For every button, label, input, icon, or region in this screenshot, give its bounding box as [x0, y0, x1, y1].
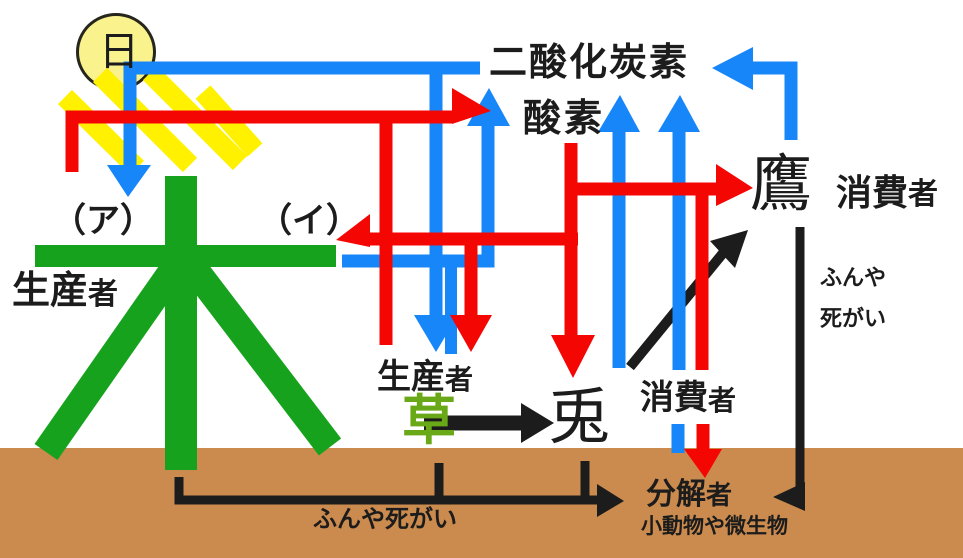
waste-right-label: ふんや 死がい: [820, 257, 886, 339]
consumer-text: 消費: [640, 379, 708, 417]
grass-kanji: 草: [402, 391, 456, 451]
red-arrow-to-grass: [450, 239, 492, 352]
red-arrow-from-tree-up: [65, 88, 491, 172]
producer-text: 生産: [377, 358, 445, 396]
bracket-waste-to-decomposer: [174, 461, 624, 517]
blue-arrow-up-from-rabbit: [598, 95, 640, 368]
decomposer-label: 分解 者: [646, 479, 732, 511]
tree-drawing: [34, 176, 342, 470]
waste-right-line1: ふんや: [820, 265, 887, 290]
sun: [76, 13, 156, 91]
decomposer-text: 分解: [646, 478, 706, 511]
red-arrow-to-rabbit: [551, 143, 595, 378]
hawk-consumer-label: 消費 者: [836, 174, 938, 212]
arrow-grass-to-rabbit: [424, 403, 554, 443]
red-arrow-to-decomposer: [684, 195, 722, 478]
red-arrow-to-hawk: [571, 164, 753, 206]
consumer-suffix: 者: [908, 178, 939, 212]
waste-right-line2: 死がい: [820, 306, 887, 331]
blue-arrow-hawk-to-co2: [712, 47, 798, 140]
grass-producer-label: 生産 者: [377, 358, 474, 396]
hawk-kanji: 鷹: [750, 150, 813, 219]
choice-b-label: （イ）: [258, 202, 360, 240]
choice-a-label: （ア）: [52, 202, 154, 240]
consumer-text: 消費: [836, 172, 909, 213]
decomposer-suffix: 者: [706, 480, 733, 511]
arrow-rabbit-to-hawk: [626, 230, 748, 371]
blue-arrow-to-tree: [107, 61, 480, 197]
carbon-dioxide-label: 二酸化炭素: [489, 42, 690, 84]
producer-suffix: 者: [88, 278, 119, 312]
sun-kanji: 日: [99, 30, 139, 74]
consumer-suffix: 者: [708, 385, 737, 417]
arrow-hawk-to-decomposer: [773, 227, 805, 511]
blue-arrow-up-from-decomposer: [658, 95, 700, 453]
waste-bottom-label: ふんや死がい: [313, 506, 457, 533]
oxygen-label: 酸素: [523, 98, 606, 140]
decomposer-detail-label: 小動物や微生物: [641, 515, 788, 538]
producer-suffix: 者: [445, 364, 474, 396]
tree-producer-label: 生産 者: [12, 270, 119, 312]
producer-text: 生産: [12, 270, 89, 312]
rabbit-consumer-label: 消費 者: [640, 379, 737, 417]
rabbit-kanji: 兎: [548, 383, 611, 452]
red-arrow-to-tree: [336, 214, 578, 247]
